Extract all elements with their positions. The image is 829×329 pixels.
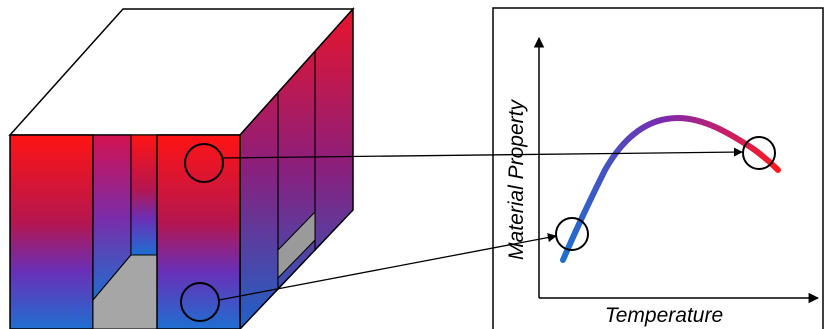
arrow-upper-to-high-temp <box>221 147 743 159</box>
slot-back-fin <box>130 134 158 256</box>
front-column-left <box>9 134 94 329</box>
side-gap-floor <box>277 210 316 280</box>
graph-panel: Temperature Material Property <box>492 7 824 329</box>
block-callout-lower <box>180 282 220 322</box>
slot-floor <box>92 254 158 329</box>
block-callout-upper <box>184 143 224 183</box>
y-axis-label: Material Property <box>505 99 528 260</box>
property-curve <box>560 114 781 263</box>
arrow-lower-to-low-temp <box>218 233 557 301</box>
graph-frame <box>492 7 824 329</box>
curve-callout-high-temp <box>742 136 776 170</box>
x-axis-label: Temperature <box>605 304 723 327</box>
front-column-right <box>156 134 241 329</box>
block-model <box>8 7 355 329</box>
connectors <box>218 147 743 301</box>
